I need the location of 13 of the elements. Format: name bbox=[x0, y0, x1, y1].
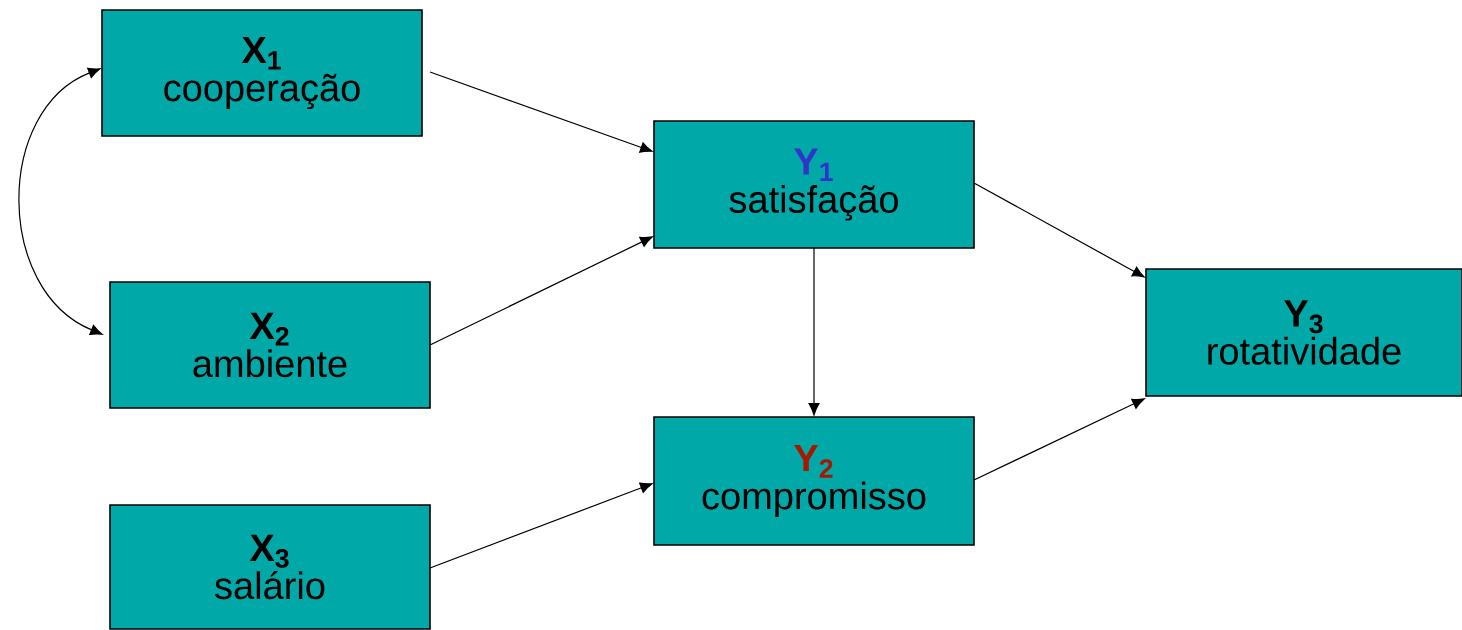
variable-box: X$_{1}$ cooperação bbox=[101, 9, 423, 137]
arrow bbox=[973, 182, 1145, 278]
arrow bbox=[808, 247, 820, 416]
arrow bbox=[973, 398, 1145, 481]
arrow bbox=[429, 482, 653, 569]
variable-box: Y$_{3}$ rotatividade bbox=[1145, 268, 1462, 397]
variable-box: Y$_{1}$ satisfação bbox=[653, 120, 975, 249]
variable-box: X$_{3}$ salário bbox=[109, 504, 431, 630]
variable-box: X$_{2}$ ambiente bbox=[109, 281, 431, 409]
variable-box: Y$_{2}$ compromisso bbox=[653, 416, 975, 546]
arrow bbox=[429, 71, 653, 153]
arrow bbox=[18, 67, 103, 335]
arrow bbox=[429, 236, 653, 346]
